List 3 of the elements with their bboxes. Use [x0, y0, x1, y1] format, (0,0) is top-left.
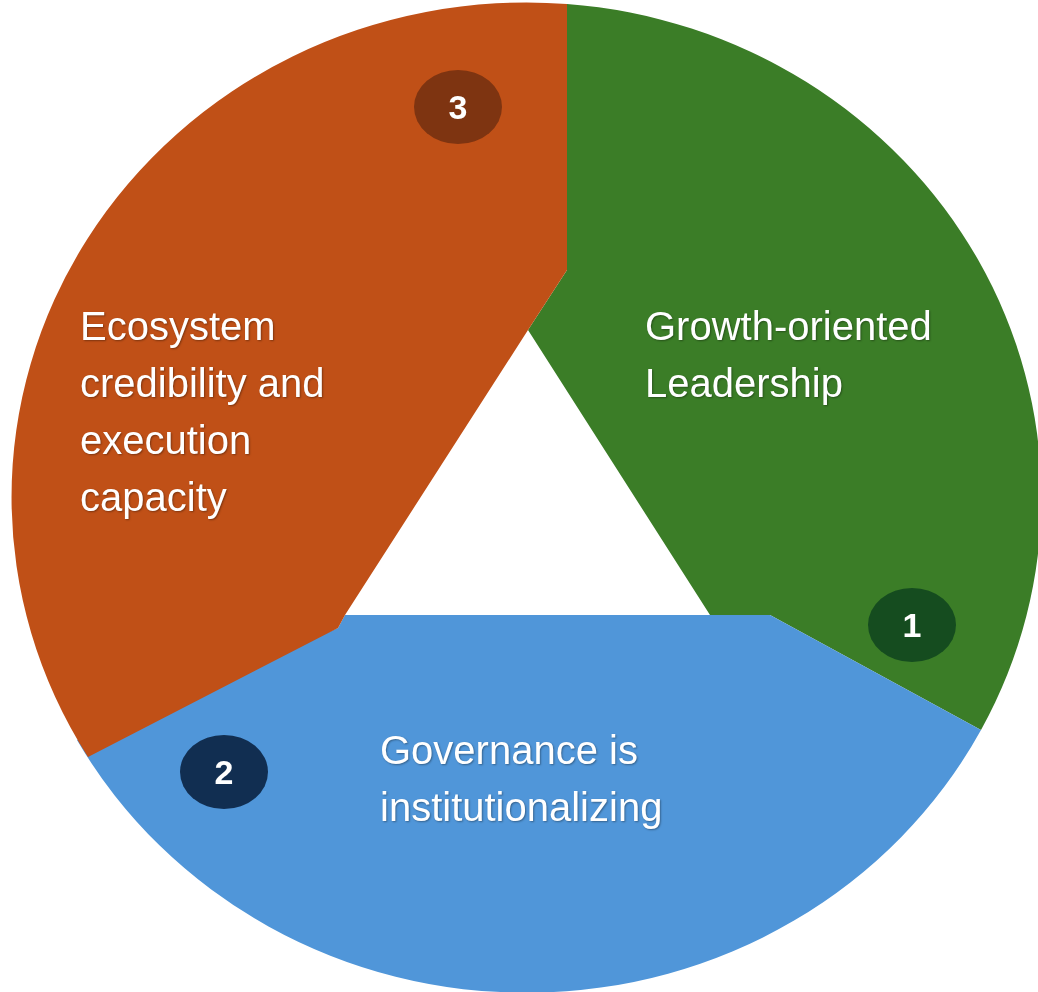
segment-label: Ecosystem credibility and execution capacity	[80, 303, 326, 521]
segment-label: Governance is institutionalizing	[380, 727, 664, 831]
segment-label: Growth-oriented Leadership	[645, 303, 933, 407]
